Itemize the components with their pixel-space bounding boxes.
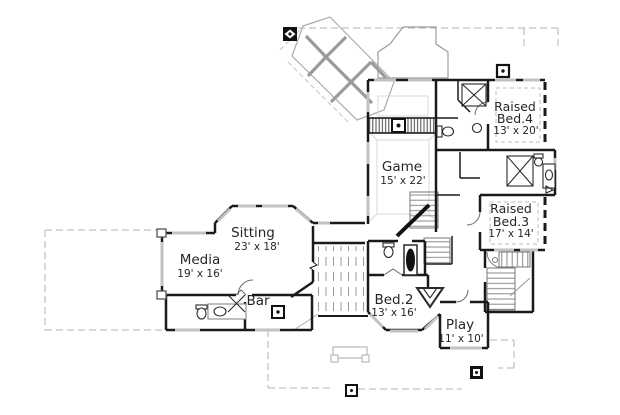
sink-icon: [471, 122, 483, 134]
room-labels: Game 15' x 22' Raised Bed.4 13' x 20' Ra…: [177, 99, 538, 345]
column-marker-icon: [495, 63, 511, 79]
room-label-bed3-line2: Bed.3: [493, 214, 529, 229]
room-label-media: Media: [180, 252, 221, 268]
roof-hip-icon: [279, 16, 395, 125]
room-dims-game: 15' x 22': [380, 175, 425, 187]
room-dims-media: 19' x 16': [177, 268, 222, 280]
toilet-icon: [382, 242, 395, 259]
room-label-bar: Bar: [246, 293, 270, 309]
column-marker-icon: [345, 384, 358, 397]
stair-back-icon: [486, 251, 531, 311]
fixtures: [195, 83, 556, 320]
column-marker-icon: [470, 366, 483, 379]
room-dims-sitting: 23' x 18': [234, 241, 279, 253]
room-dims-play: 11' x 10': [438, 333, 483, 345]
room-label-game: Game: [382, 159, 422, 175]
room-dims-bed2: 13' x 16': [371, 307, 416, 319]
column-marker-icon: [283, 27, 297, 41]
stair-icon: [395, 191, 451, 265]
fireplace-icon: [367, 117, 437, 134]
room-dims-bed4: 13' x 20': [493, 125, 538, 137]
sink-icon: [542, 163, 556, 189]
deck-railing-icon: [316, 246, 368, 317]
room-label-bed3-line1: Raised: [490, 201, 532, 216]
room-label-bed4-line2: Bed.4: [497, 111, 533, 126]
shower-icon: [461, 83, 487, 107]
sink-icon: [207, 303, 247, 320]
chimney-icon: [377, 26, 449, 79]
room-dims-bed3: 17' x 14': [488, 228, 533, 240]
towel-bar-icon: [545, 185, 555, 194]
bathtub-icon: [403, 244, 418, 276]
room-label-bed2: Bed.2: [374, 292, 413, 308]
shower-icon: [227, 294, 246, 313]
ceiling-guides: [293, 87, 541, 363]
room-label-sitting: Sitting: [231, 225, 275, 241]
windows: [160, 78, 557, 350]
toilet-icon: [195, 304, 208, 320]
column-marker-icon: [271, 305, 285, 319]
toilet-icon: [533, 153, 544, 167]
corner-fireplace-icon: [415, 287, 445, 309]
toilet-icon: [436, 125, 455, 138]
column-markers: [156, 27, 511, 397]
shower-icon: [506, 155, 534, 187]
room-label-play: Play: [446, 317, 474, 333]
corner-post-icon: [156, 228, 167, 300]
roof-dashed-outline: [44, 27, 559, 390]
room-label-bed4-line1: Raised: [494, 99, 536, 114]
